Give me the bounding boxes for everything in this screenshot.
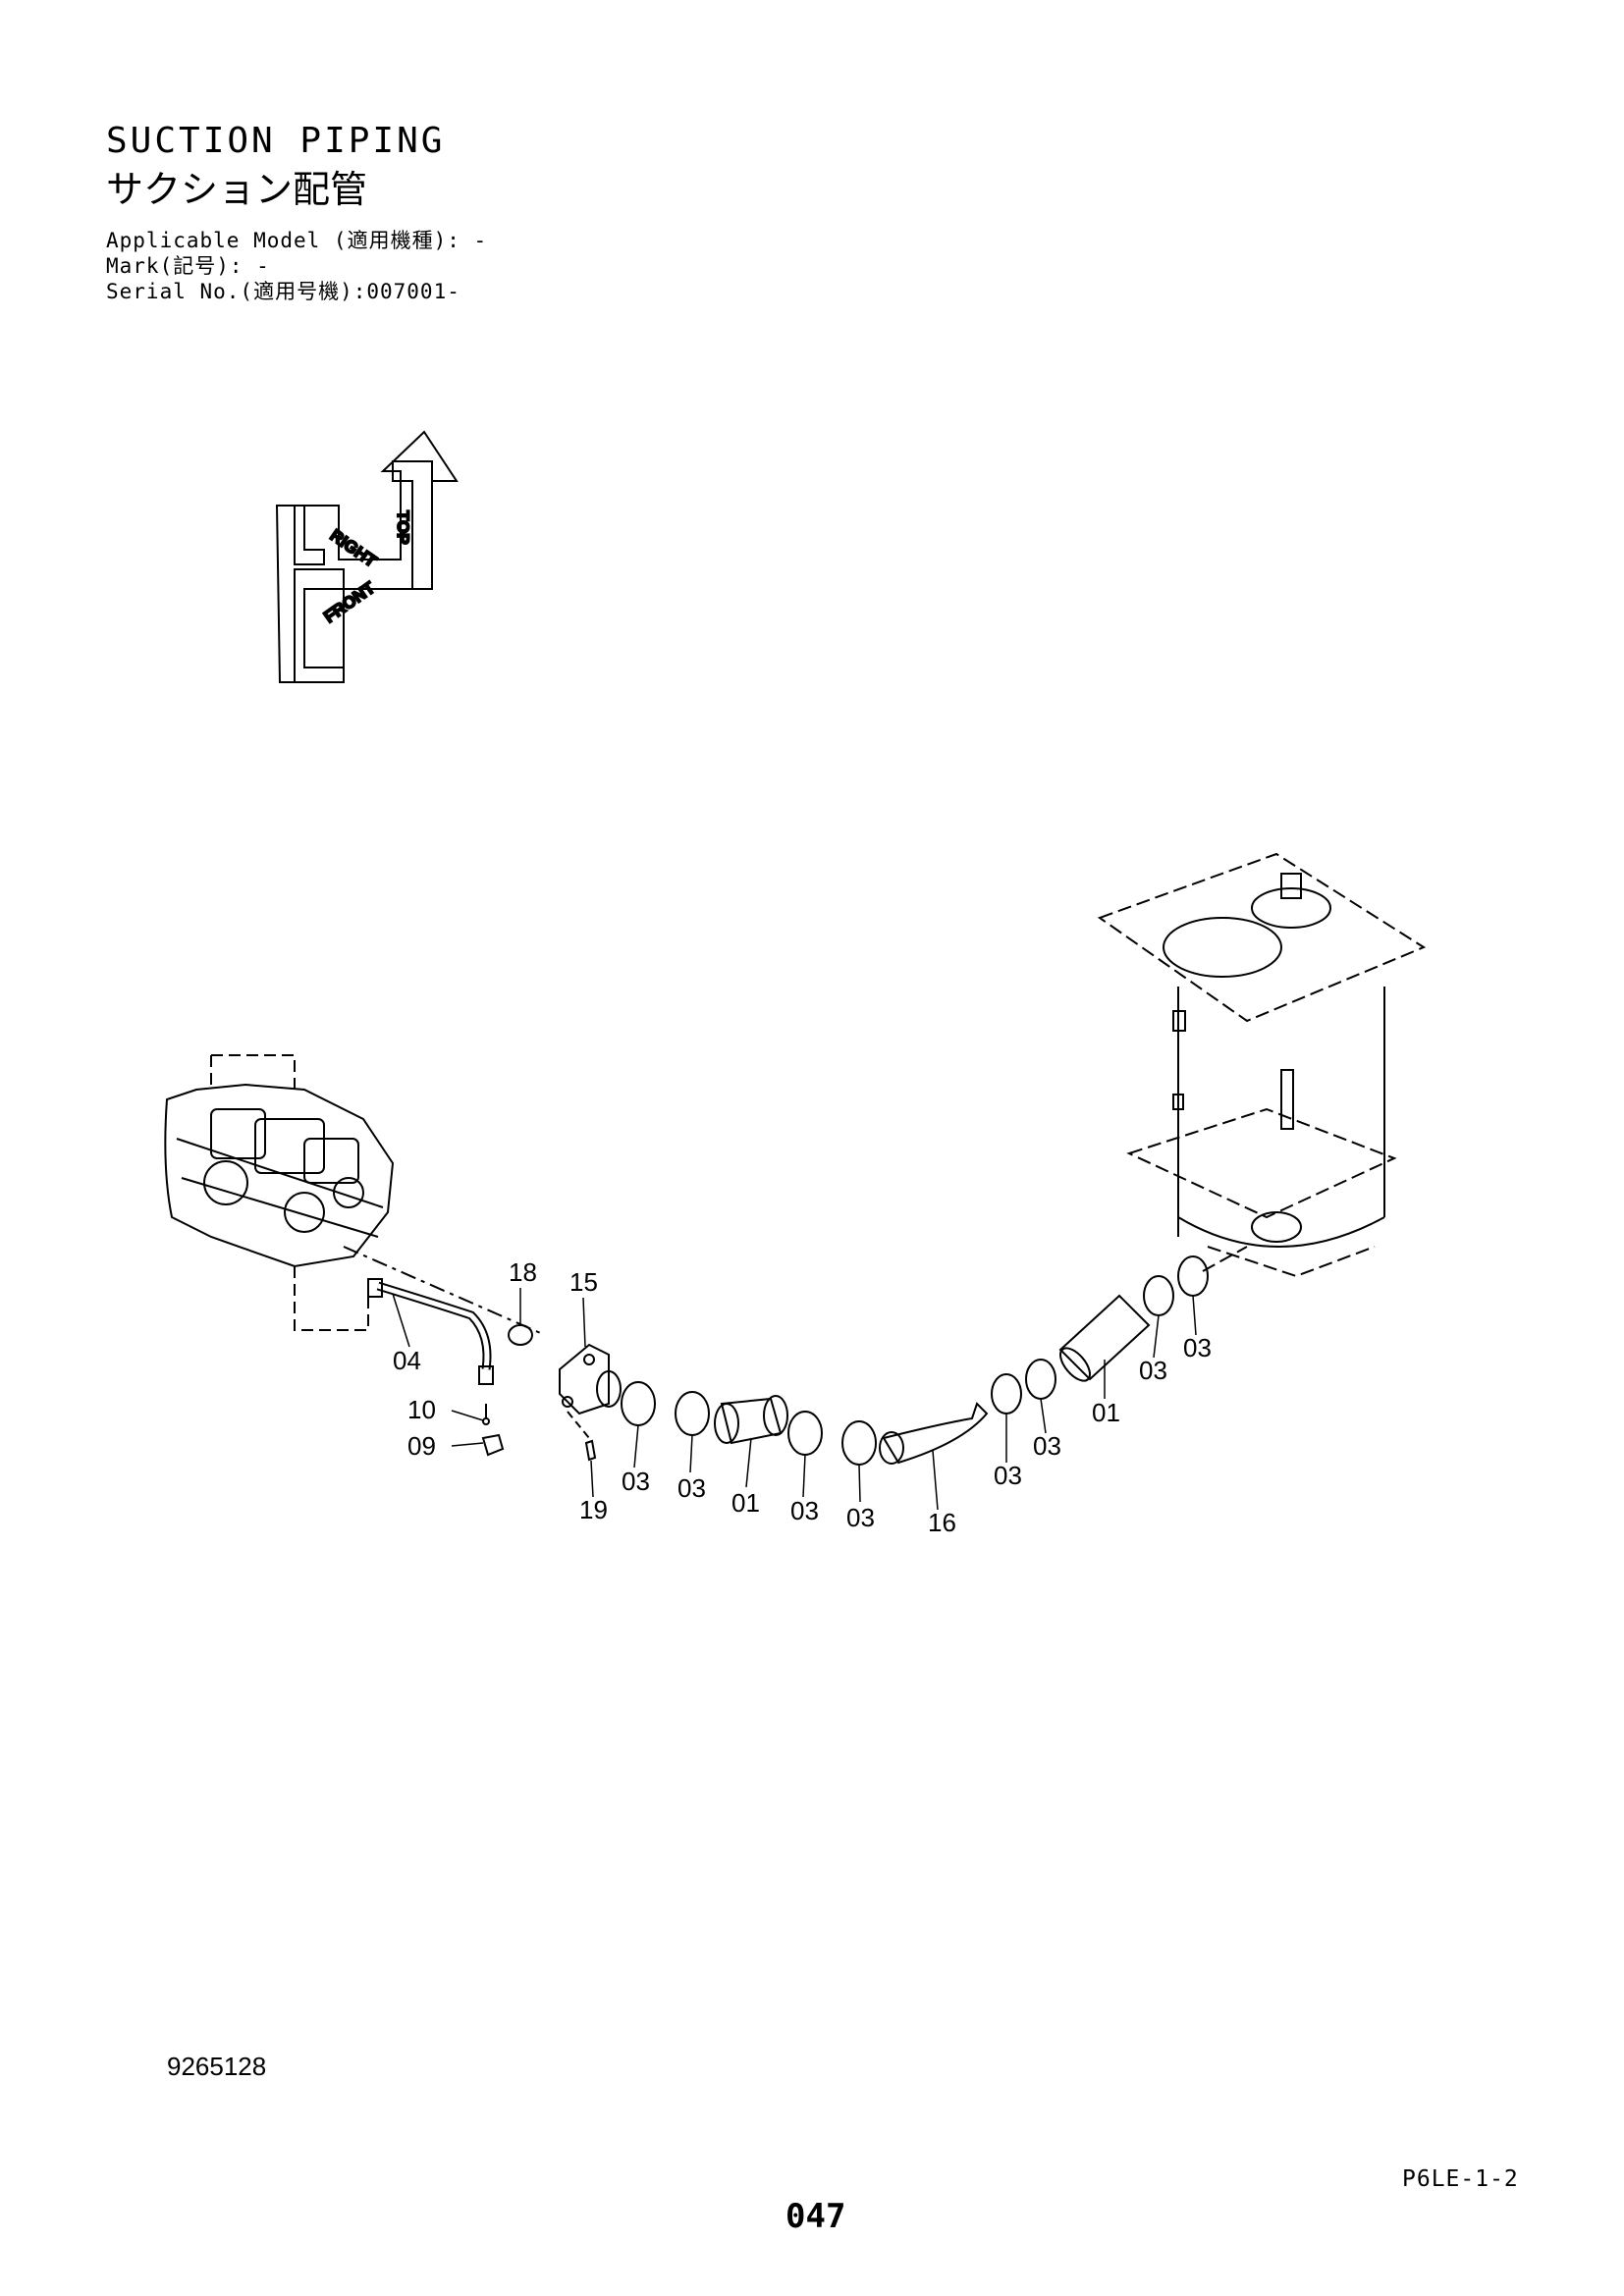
suction-hose — [343, 1246, 546, 1385]
hydraulic-pump — [164, 1054, 395, 1331]
page-title: SUCTION PIPING — [106, 121, 446, 161]
callout-leader-lines — [392, 1288, 1197, 1511]
mark-line: Mark(記号): - — [106, 254, 270, 278]
callout-03-e: 03 — [994, 1461, 1022, 1490]
drawing-number: 9265128 — [167, 2052, 267, 2081]
callout-03-b: 03 — [677, 1473, 706, 1503]
callout-18: 18 — [509, 1257, 537, 1287]
callout-16: 16 — [928, 1508, 956, 1537]
callout-19: 19 — [579, 1495, 608, 1524]
orientation-icon: RIGHT TOP FRONT — [275, 430, 459, 683]
applicable-model-line: Applicable Model (適用機種): - — [106, 229, 488, 252]
callout-01-b: 01 — [1092, 1398, 1120, 1427]
applicability-block: Applicable Model (適用機種): - Mark(記号): - S… — [106, 228, 487, 304]
callout-03-h: 03 — [1183, 1333, 1212, 1362]
page-number: 047 — [785, 2197, 846, 2236]
pipe-assembly — [621, 1246, 1248, 1466]
callout-03-d: 03 — [846, 1503, 875, 1532]
hydraulic-tank — [1097, 852, 1427, 1278]
callout-09: 09 — [407, 1431, 436, 1461]
sheet-code: P6LE-1-2 — [1402, 2166, 1519, 2192]
serial-number-line: Serial No.(適用号機):007001- — [106, 280, 460, 303]
callout-03-c: 03 — [790, 1496, 819, 1525]
suction-elbow — [481, 1324, 622, 1462]
callout-03-a: 03 — [622, 1467, 650, 1496]
callout-10: 10 — [407, 1395, 436, 1424]
callout-labels: 18 15 04 10 09 19 03 03 01 03 03 16 03 0… — [393, 1257, 1212, 1537]
callout-01-a: 01 — [731, 1488, 760, 1518]
direction-label-top: TOP — [394, 510, 412, 545]
callout-15: 15 — [569, 1267, 598, 1297]
callout-03-f: 03 — [1033, 1431, 1061, 1461]
page-title-japanese: サクション配管 — [106, 168, 368, 211]
callout-03-g: 03 — [1139, 1356, 1167, 1385]
callout-04: 04 — [393, 1346, 421, 1375]
